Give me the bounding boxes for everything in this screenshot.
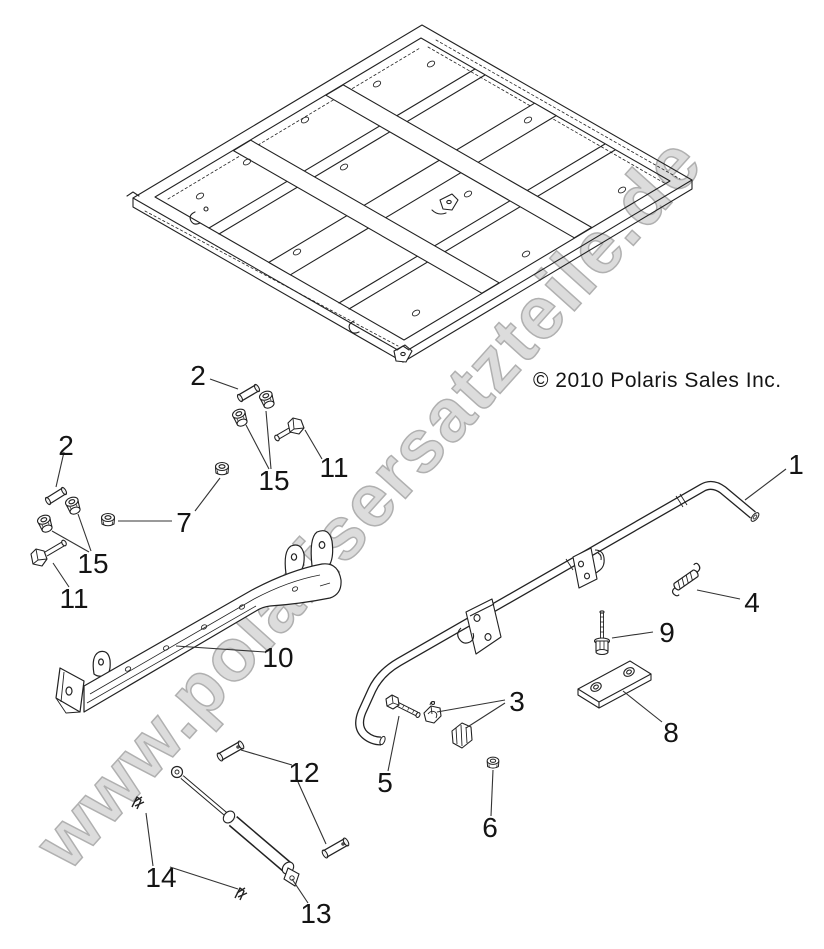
spring-part-4: [671, 562, 701, 597]
callout-label-10: 10: [262, 642, 293, 673]
callout-label-15b: 15: [258, 465, 289, 496]
callout-leader-lines: [51, 378, 787, 904]
callout-label-13: 13: [300, 898, 331, 929]
callout-label-15a: 15: [77, 548, 108, 579]
callout-label-2b: 2: [58, 430, 74, 461]
callout-label-14: 14: [145, 862, 176, 893]
callout-labels: 1 2 2 3 4 5 6 7 8 9 10 11 11 12 13 14 15…: [58, 360, 804, 929]
nut-part-6: [486, 756, 500, 769]
callout-label-11b: 11: [319, 452, 348, 483]
bushing-part-15d: [36, 514, 53, 533]
callout-label-6: 6: [482, 812, 498, 843]
gas-shock-part: [170, 765, 300, 887]
hex-bolt-part-11b: [274, 417, 305, 442]
bushing-part-15a: [258, 390, 275, 409]
support-bracket-part: [55, 530, 342, 714]
retainer-clip-part-14b: [234, 887, 248, 901]
tube-clamp-part-3b: [451, 722, 473, 749]
latch-plate-part-8: [577, 660, 652, 709]
hex-bolt-part-11a: [30, 539, 67, 567]
copyright-notice: © 2010 Polaris Sales Inc.: [533, 369, 782, 392]
dowel-pin-part-2a: [236, 383, 261, 403]
callout-label-7: 7: [176, 507, 192, 538]
pivot-tube-part: [355, 480, 760, 746]
bushing-part-15b: [231, 408, 248, 427]
callout-label-9: 9: [659, 617, 675, 648]
flange-nut-part-7a: [214, 461, 230, 476]
retainer-clip-part-14a: [131, 796, 145, 810]
callout-label-8: 8: [663, 717, 679, 748]
tube-clamp-part-3a: [423, 700, 442, 724]
hex-bolt-part-5: [385, 694, 421, 718]
callout-label-1: 1: [788, 449, 804, 480]
callout-label-4: 4: [744, 587, 760, 618]
callout-label-11a: 11: [59, 583, 88, 614]
clevis-pin-part-12a: [216, 740, 245, 762]
callout-label-12: 12: [288, 757, 319, 788]
clevis-pin-part-12b: [321, 837, 350, 859]
dowel-pin-part-2b: [44, 486, 68, 506]
bushing-part-15c: [64, 496, 81, 515]
flange-nut-part-7b: [100, 512, 116, 527]
hardware-parts: [30, 383, 701, 901]
shoulder-bolt-part-9: [593, 610, 611, 656]
callout-label-5: 5: [377, 767, 393, 798]
callout-label-3: 3: [509, 686, 525, 717]
bed-frame-drawing: [126, 24, 693, 363]
callout-label-2a: 2: [190, 360, 206, 391]
